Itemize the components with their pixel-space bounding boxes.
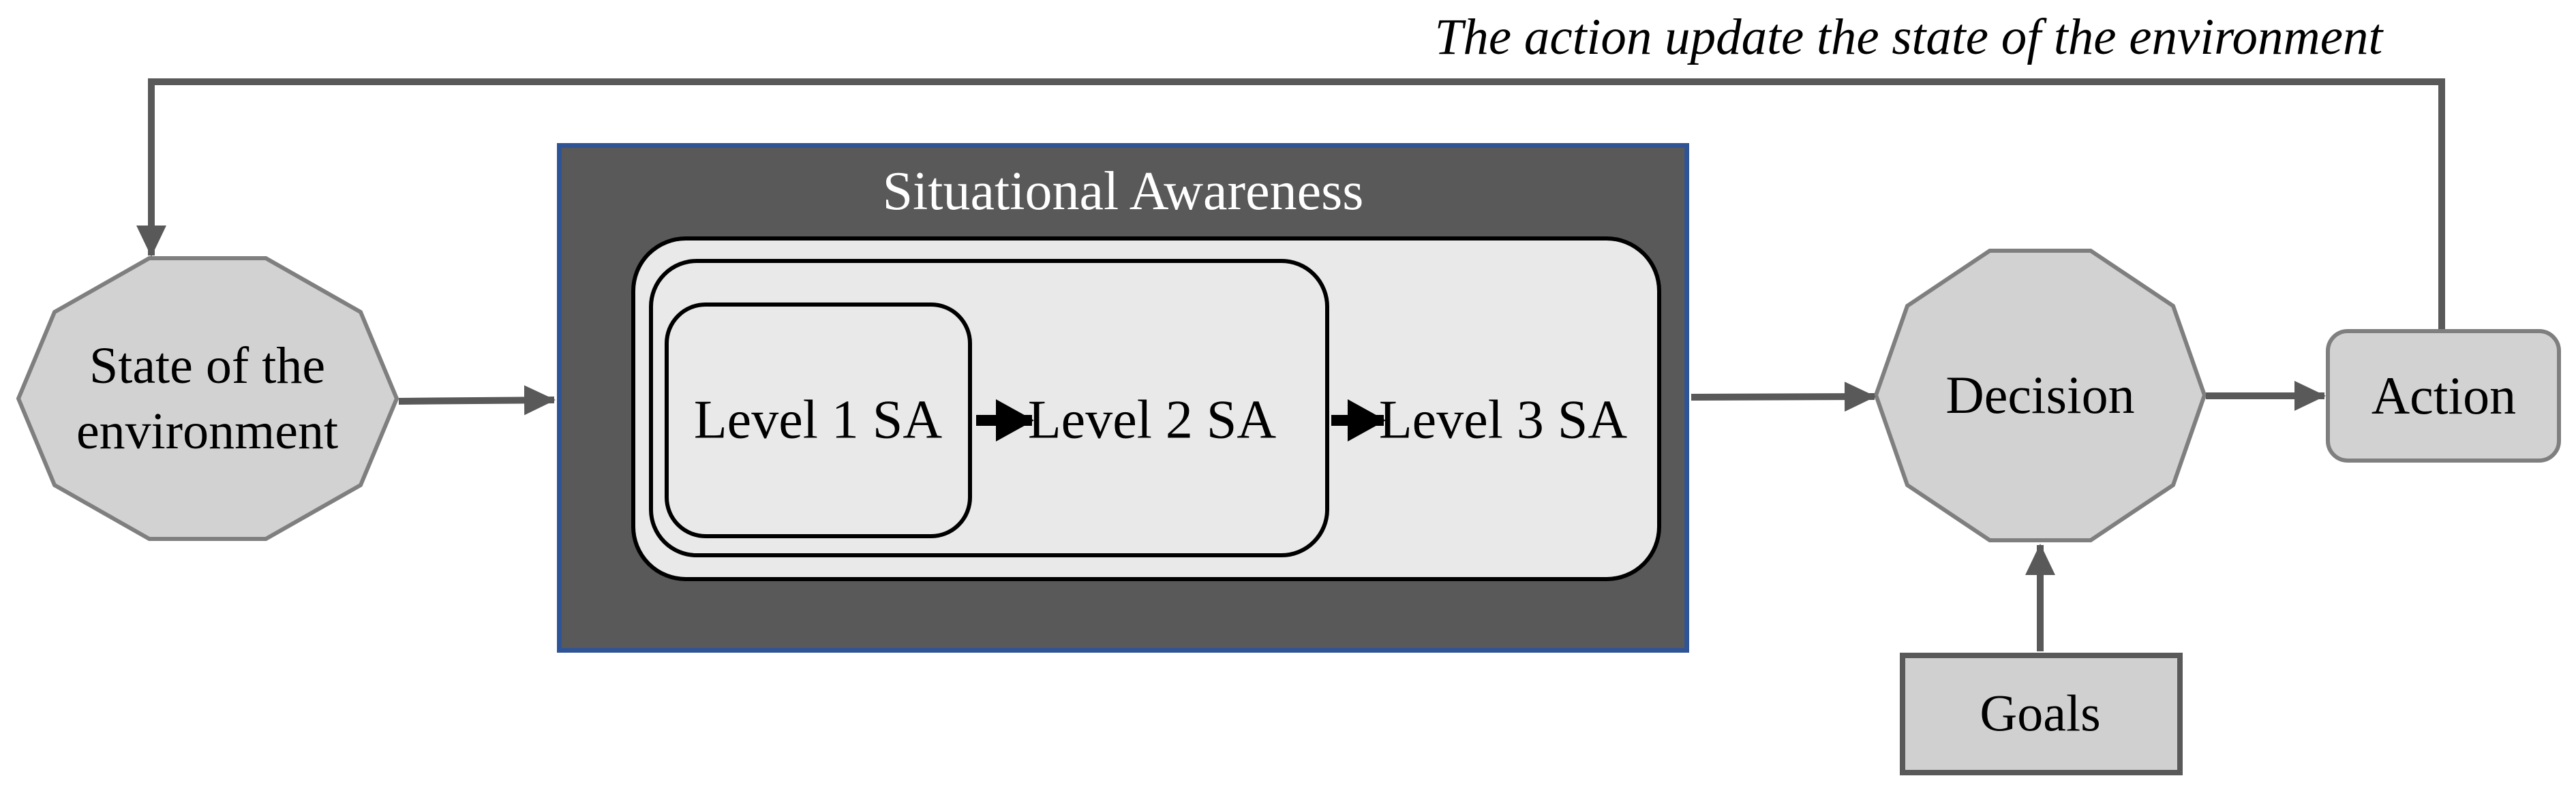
top-annotation: The action update the state of the envir… [1434,8,2383,65]
action-node [2326,329,2561,463]
goals-label: Goals [1980,685,2101,743]
decision-label: Decision [1945,365,2135,424]
state-label: State of the environment [76,337,339,460]
arrow-state-to-sa [398,385,556,416]
level3-label: Level 3 SA [1378,390,1628,450]
level1-label: Level 1 SA [693,390,943,450]
sa-title: Situational Awareness [882,161,1364,221]
goals-node [1900,653,2183,775]
action-label: Action [2371,366,2517,425]
level2-label: Level 2 SA [1027,390,1277,450]
